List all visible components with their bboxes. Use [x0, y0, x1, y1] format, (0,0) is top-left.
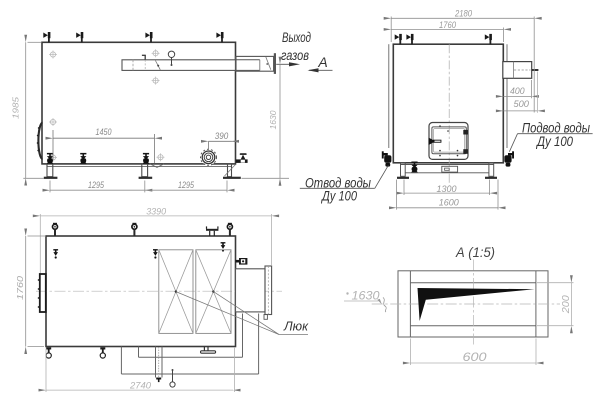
- svg-text:390: 390: [215, 131, 229, 141]
- svg-text:Выход: Выход: [282, 30, 311, 45]
- svg-text:500: 500: [513, 99, 529, 110]
- svg-text:1630: 1630: [352, 289, 380, 303]
- svg-text:Ду 100: Ду 100: [535, 134, 573, 149]
- svg-text:1630: 1630: [269, 110, 278, 130]
- svg-text:200: 200: [561, 295, 572, 315]
- svg-text:1760: 1760: [16, 275, 25, 300]
- svg-text:1600: 1600: [439, 198, 460, 209]
- svg-text:Отвод воды: Отвод воды: [305, 176, 371, 191]
- svg-text:Подвод воды: Подвод воды: [522, 121, 590, 136]
- svg-text:1450: 1450: [96, 127, 112, 137]
- svg-text:3390: 3390: [146, 206, 167, 217]
- svg-text:газов: газов: [281, 48, 309, 63]
- svg-text:1760: 1760: [439, 20, 456, 30]
- svg-text:600: 600: [463, 352, 488, 364]
- svg-text:1300: 1300: [437, 184, 458, 195]
- svg-text:1295: 1295: [178, 180, 195, 190]
- svg-text:А (1:5): А (1:5): [455, 244, 495, 260]
- svg-text:А: А: [317, 54, 327, 70]
- svg-text:1985: 1985: [12, 96, 21, 119]
- svg-text:400: 400: [510, 86, 525, 97]
- svg-text:Люк: Люк: [283, 320, 309, 334]
- svg-text:Ду 100: Ду 100: [320, 189, 357, 204]
- svg-text:2180: 2180: [454, 8, 472, 18]
- svg-text:1295: 1295: [88, 180, 105, 190]
- svg-text:2740: 2740: [129, 381, 152, 392]
